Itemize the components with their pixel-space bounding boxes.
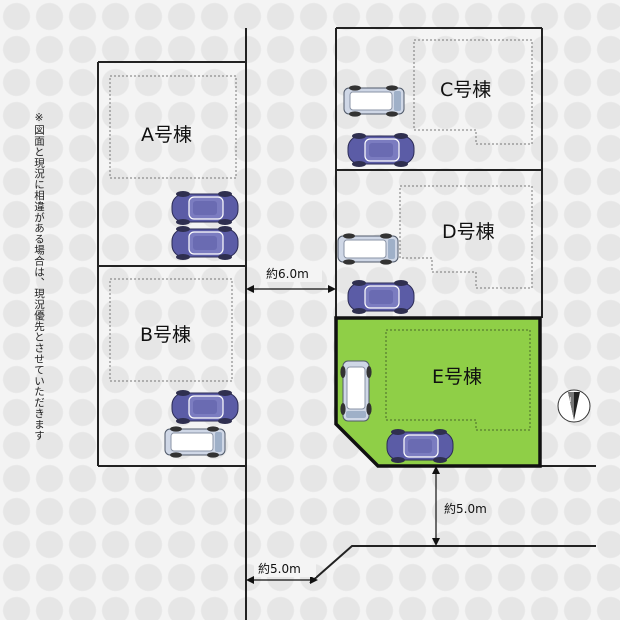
road-line-south bbox=[309, 545, 596, 584]
lot-d: D号棟 bbox=[337, 185, 533, 315]
lot-a: A号棟 bbox=[97, 61, 246, 266]
dimension-road-width-label: 約6.0m bbox=[266, 266, 309, 281]
car-b-1 bbox=[171, 389, 239, 425]
van-e-1 bbox=[339, 360, 373, 422]
car-a-2 bbox=[171, 225, 239, 261]
lot-d-label: D号棟 bbox=[442, 221, 495, 243]
van-d-1 bbox=[337, 232, 399, 266]
lot-e: E号棟 bbox=[334, 316, 542, 468]
building-outline-a bbox=[109, 75, 237, 179]
lot-c-label: C号棟 bbox=[440, 79, 491, 101]
van-c-1 bbox=[343, 84, 405, 118]
dimension-west-road-label: 約5.0m bbox=[258, 561, 301, 576]
car-e-1 bbox=[386, 428, 454, 464]
north-compass-icon: N bbox=[557, 389, 591, 423]
compass-north-label: N bbox=[566, 396, 571, 404]
disclaimer-note: ※図面と現況に相違がある場合は、現況優先とさせていただきます bbox=[33, 112, 45, 441]
dimension-west-road: 約5.0m bbox=[246, 560, 318, 584]
lot-b-label: B号棟 bbox=[140, 324, 191, 346]
building-outline-b bbox=[109, 278, 233, 382]
lot-a-label: A号棟 bbox=[141, 124, 192, 146]
dimension-south-road-label: 約5.0m bbox=[444, 501, 487, 516]
building-outline-d bbox=[399, 185, 533, 289]
car-d-1 bbox=[347, 279, 415, 315]
lot-b: B号棟 bbox=[97, 265, 246, 467]
lot-e-area bbox=[334, 316, 542, 468]
lot-e-label: E号棟 bbox=[432, 366, 482, 388]
building-outline-e bbox=[385, 329, 531, 431]
car-c-1 bbox=[347, 132, 415, 168]
dimension-south-road: 約5.0m bbox=[432, 466, 487, 546]
building-outline-c bbox=[413, 39, 533, 145]
dimension-road-width: 約6.0m bbox=[246, 264, 336, 293]
van-b-1 bbox=[164, 425, 226, 459]
lot-c: C号棟 bbox=[336, 27, 543, 318]
car-a-1 bbox=[171, 190, 239, 226]
